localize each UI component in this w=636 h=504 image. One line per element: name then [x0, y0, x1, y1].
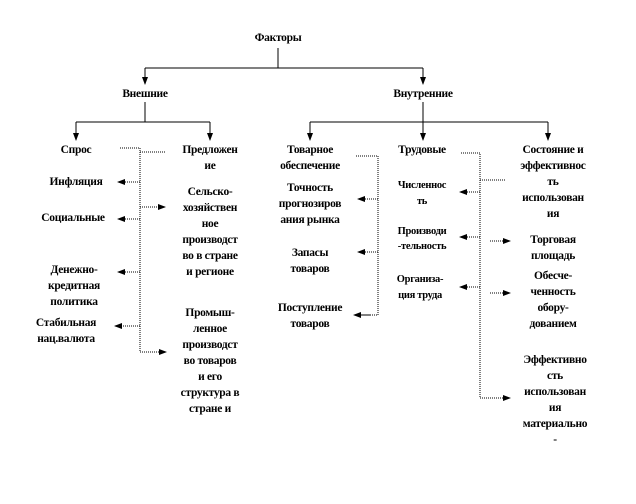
supply-item-industry: Промыш- ленное производст во товаров и е… [180, 307, 240, 415]
labor-item-organization: Организа- ция труда [396, 274, 444, 301]
demand-item-inflation: Инфляция [49, 176, 103, 188]
assets-item-equipment: Обесче- ченность обору- дованием [529, 270, 577, 330]
root-node: Факторы [254, 32, 302, 44]
external-factors-node: Внешние [122, 88, 168, 100]
assets-node: Состояние и эффективнос ть использован и… [520, 144, 586, 220]
supply-item-agriculture: Сельско- хозяйствен ное производст во в … [182, 186, 238, 278]
goods-item-stock: Запасы товаров [290, 247, 330, 275]
goods-node: Товарное обеспечение [280, 144, 340, 172]
demand-item-social: Социальные [41, 212, 105, 224]
goods-item-forecasting: Точность прогнозиров ания рынка [278, 182, 342, 226]
labor-node: Трудовые [398, 144, 446, 156]
demand-item-currency: Стабильная нац.валюта [35, 317, 97, 345]
assets-item-materials: Эффективно сть использован ия материальн… [522, 354, 588, 446]
goods-item-supply: Поступление товаров [277, 302, 343, 330]
demand-node: Спрос [60, 144, 92, 156]
labor-item-productivity: Производи -тельность [397, 226, 447, 252]
labor-item-headcount: Численнос ть [397, 180, 447, 207]
supply-node: Предложен ие [182, 144, 238, 172]
assets-item-trading-area: Торговая площадь [530, 234, 576, 262]
demand-item-monetary-policy: Денежно- кредитная политика [48, 264, 100, 308]
internal-factors-node: Внутренние [393, 88, 453, 100]
